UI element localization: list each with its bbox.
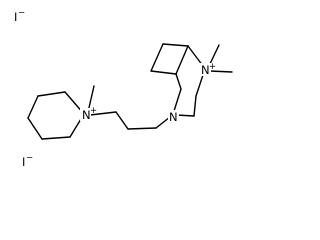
bicyclic-cage — [150, 43, 204, 117]
bond-linker-3 — [127, 127, 157, 130]
iodide-ion-top: I − — [14, 8, 25, 24]
bond-top-ring-3 — [150, 70, 177, 75]
propyl-linker — [89, 111, 171, 130]
bond-top-ring-4 — [175, 45, 189, 75]
atom-n-bicyclic: N — [168, 110, 179, 124]
iodide-bottom-symbol: I — [22, 155, 25, 169]
piperidinium-ring — [27, 91, 85, 140]
n-bicyclic-symbol: N — [169, 110, 178, 124]
bond-top-ring-2 — [150, 43, 164, 72]
bond-nq-methyl-2 — [209, 70, 233, 73]
bond-pip-n-methyl — [87, 85, 95, 113]
bond-nq-bridgehead-top — [187, 45, 204, 67]
bond-pip-c5-c6 — [41, 136, 71, 140]
n-piperidinium-charge: + — [90, 106, 97, 116]
bond-linker-1 — [89, 111, 117, 116]
bond-nq-methyl-1 — [208, 44, 220, 67]
iodide-ion-bottom: I − — [22, 153, 33, 169]
label-mask — [200, 63, 211, 76]
n-quaternary-charge: + — [209, 62, 216, 72]
n-quaternary-symbol: N — [201, 63, 210, 77]
molecule-canvas: I − I − N — [14, 8, 233, 169]
label-mask — [168, 110, 179, 123]
bond-linker-4 — [155, 116, 171, 129]
bond-cage-c-upper — [175, 73, 182, 90]
label-mask — [80, 108, 91, 121]
bond-bridgehead-nq — [195, 74, 204, 97]
bond-cage-c2-bridgehead — [193, 95, 197, 117]
iodide-top-symbol: I — [14, 10, 17, 24]
iodide-bottom-charge: − — [26, 153, 33, 163]
bond-top-ring-1 — [162, 43, 189, 47]
bond-pip-c4-c5 — [27, 117, 43, 140]
bond-cage-c-n — [173, 88, 182, 112]
n-piperidinium-symbol: N — [82, 108, 91, 122]
iodide-top-charge: − — [18, 8, 25, 18]
atom-n-quaternary: N + — [200, 62, 216, 77]
bond-linker-2 — [115, 111, 129, 130]
bond-pip-c3-c4 — [27, 95, 39, 119]
bond-pip-c2-c3 — [37, 91, 66, 97]
atom-n-piperidinium: N + — [80, 106, 97, 122]
